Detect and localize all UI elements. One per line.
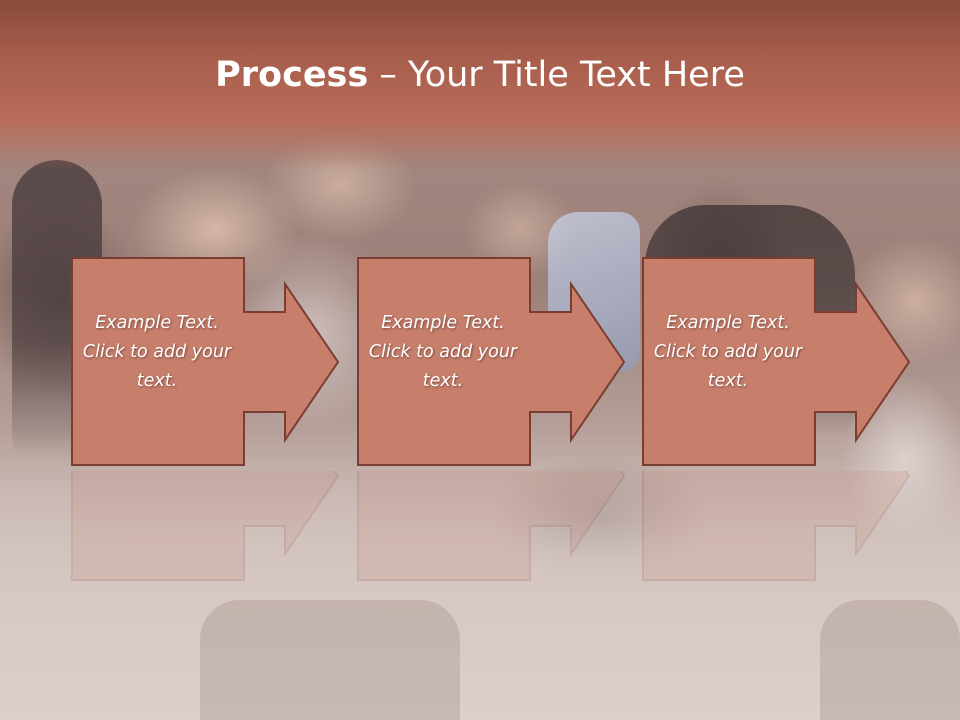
title-bold: Process <box>215 55 369 95</box>
step-text: Example Text. Click to add your text. <box>82 313 232 391</box>
step-reflection <box>357 471 627 581</box>
step-text: Example Text. Click to add your text. <box>653 313 803 391</box>
title-rest: – Your Title Text Here <box>368 55 745 95</box>
process-step-2[interactable]: Example Text. Click to add your text. <box>357 257 627 467</box>
step-text: Example Text. Click to add your text. <box>368 313 518 391</box>
title-band <box>0 0 960 170</box>
slide-title[interactable]: Process – Your Title Text Here <box>0 52 960 98</box>
armrest-left <box>200 600 460 720</box>
step-reflection <box>71 471 341 581</box>
arrow-box-shape <box>71 257 340 466</box>
armrest-right <box>820 600 960 720</box>
background-fade <box>0 430 960 720</box>
arrow-box-shape <box>642 257 911 466</box>
arrow-box-shape <box>357 257 626 466</box>
process-step-1[interactable]: Example Text. Click to add your text. <box>71 257 341 467</box>
process-step-3[interactable]: Example Text. Click to add your text. <box>642 257 912 467</box>
step-reflection <box>642 471 912 581</box>
